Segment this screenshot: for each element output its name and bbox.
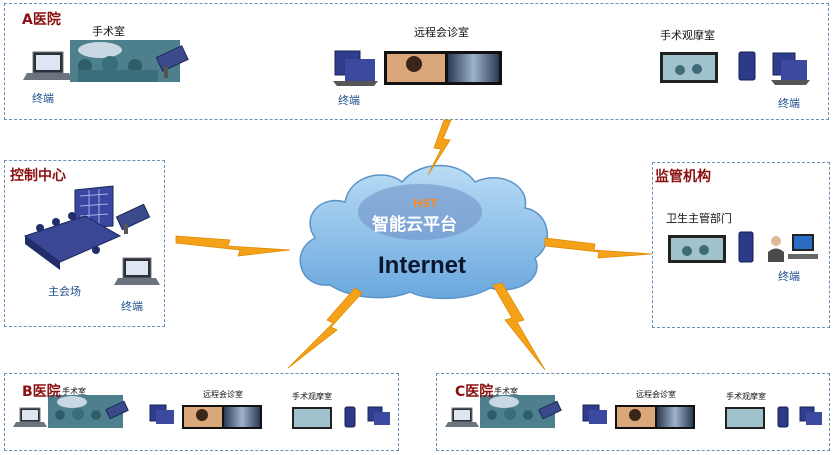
laptop-icon [23, 51, 73, 80]
tablet-icon [344, 406, 356, 428]
laptop-icon [445, 407, 479, 427]
hospital-a-title: A医院 [22, 12, 61, 28]
terminal-label: 终端 [338, 94, 360, 107]
camera-icon [105, 400, 129, 420]
surgery-photo-icon [70, 40, 180, 82]
observation-screen-icon [668, 235, 726, 263]
surgery-room-label: 手术室 [92, 25, 125, 38]
video-conference-screen-icon [384, 51, 502, 85]
hospital-c-title: C医院 [455, 384, 494, 400]
hospital-b-title: B医院 [22, 384, 61, 400]
conference-table-icon [23, 212, 122, 270]
bolt-left [175, 235, 291, 257]
regulator-box [652, 162, 830, 328]
desktop-pc-icon [582, 404, 607, 424]
desktop-pc-icon [333, 50, 378, 86]
terminal-label: 终端 [778, 270, 800, 283]
remote-consult-room-label: 远程会诊室 [203, 390, 243, 399]
remote-consult-room-label: 远程会诊室 [636, 390, 676, 399]
control-center-box [4, 160, 165, 327]
observation-screen-icon [292, 407, 332, 429]
terminal-label: 终端 [778, 97, 800, 110]
observation-room-label: 手术观摩室 [660, 29, 715, 42]
internet-label: Internet [378, 252, 467, 279]
bolt-top [427, 119, 452, 176]
video-conference-screen-icon [615, 405, 695, 429]
camera-icon [115, 203, 151, 234]
control-center-title: 控制中心 [10, 168, 66, 184]
tablet-icon [738, 231, 754, 263]
cloud-platform-name: 智能云平台 [372, 215, 457, 235]
desktop-pc-icon [771, 52, 810, 85]
remote-consult-room-label: 远程会诊室 [414, 26, 469, 39]
observation-screen-icon [660, 52, 718, 83]
laptop-icon [114, 257, 160, 285]
bolt-bottom-left [287, 287, 363, 369]
desktop-pc-icon [149, 404, 174, 424]
laptop-icon [13, 407, 47, 427]
health-dept-label: 卫生主管部门 [666, 212, 732, 225]
observation-room-label: 手术观摩室 [726, 392, 766, 401]
observation-screen-icon [725, 407, 765, 429]
surgery-room-label: 手术室 [62, 387, 86, 396]
camera-icon [538, 400, 562, 420]
observation-room-label: 手术观摩室 [292, 392, 332, 401]
main-venue-label: 主会场 [48, 285, 81, 298]
video-conference-screen-icon [182, 405, 262, 429]
terminal-label: 终端 [32, 92, 54, 105]
camera-icon [155, 45, 189, 78]
tablet-icon [738, 51, 756, 81]
desktop-pc-icon [367, 406, 390, 425]
tablet-icon [777, 406, 789, 428]
hospital-b-box [4, 373, 399, 451]
terminal-label: 终端 [121, 300, 143, 313]
surgery-room-label: 手术室 [494, 387, 518, 396]
lightning-bolts [175, 119, 653, 371]
cloud-platform-brand: HST [413, 197, 438, 210]
cloud-shape [299, 164, 549, 300]
regulator-title: 监管机构 [655, 169, 711, 185]
bolt-right [544, 237, 653, 259]
workstation-user-icon [768, 234, 818, 262]
bolt-bottom-right [492, 282, 546, 371]
hospital-a-box [4, 3, 829, 120]
hospital-c-box [436, 373, 830, 451]
desktop-pc-icon [799, 406, 822, 425]
